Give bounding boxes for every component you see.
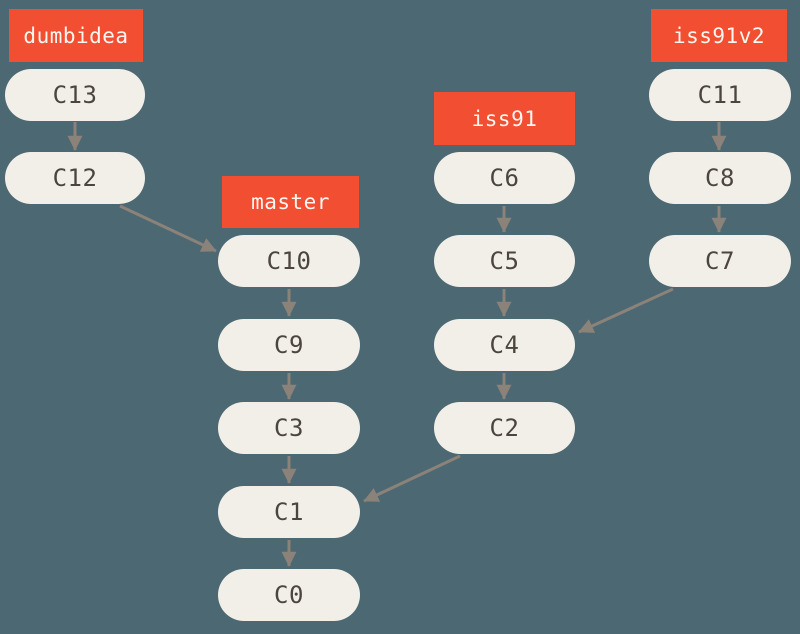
commit-node-C10: C10 [218, 235, 360, 287]
commit-arrow-C2-to-C1 [363, 454, 461, 503]
commit-node-C0: C0 [218, 569, 360, 621]
commit-node-C13: C13 [5, 69, 145, 121]
commit-node-C4: C4 [434, 319, 575, 371]
commit-node-C12: C12 [5, 152, 145, 204]
branch-label-iss91v2: iss91v2 [651, 9, 787, 62]
commit-node-C3: C3 [218, 402, 360, 454]
commit-node-C11: C11 [649, 69, 791, 121]
commit-node-C6: C6 [434, 152, 575, 204]
branch-label-dumbidea: dumbidea [9, 9, 143, 62]
commit-node-C2: C2 [434, 402, 575, 454]
commit-node-C9: C9 [218, 319, 360, 371]
commit-node-C5: C5 [434, 235, 575, 287]
edge-lines [67, 122, 727, 567]
commit-node-C7: C7 [649, 235, 791, 287]
branch-label-master: master [222, 176, 359, 228]
commit-node-C1: C1 [218, 486, 360, 538]
commit-arrow-C7-to-C4 [578, 287, 674, 334]
commit-arrow-C12-to-C10 [119, 204, 217, 253]
branch-label-iss91: iss91 [434, 92, 575, 145]
commit-node-C8: C8 [649, 152, 791, 204]
